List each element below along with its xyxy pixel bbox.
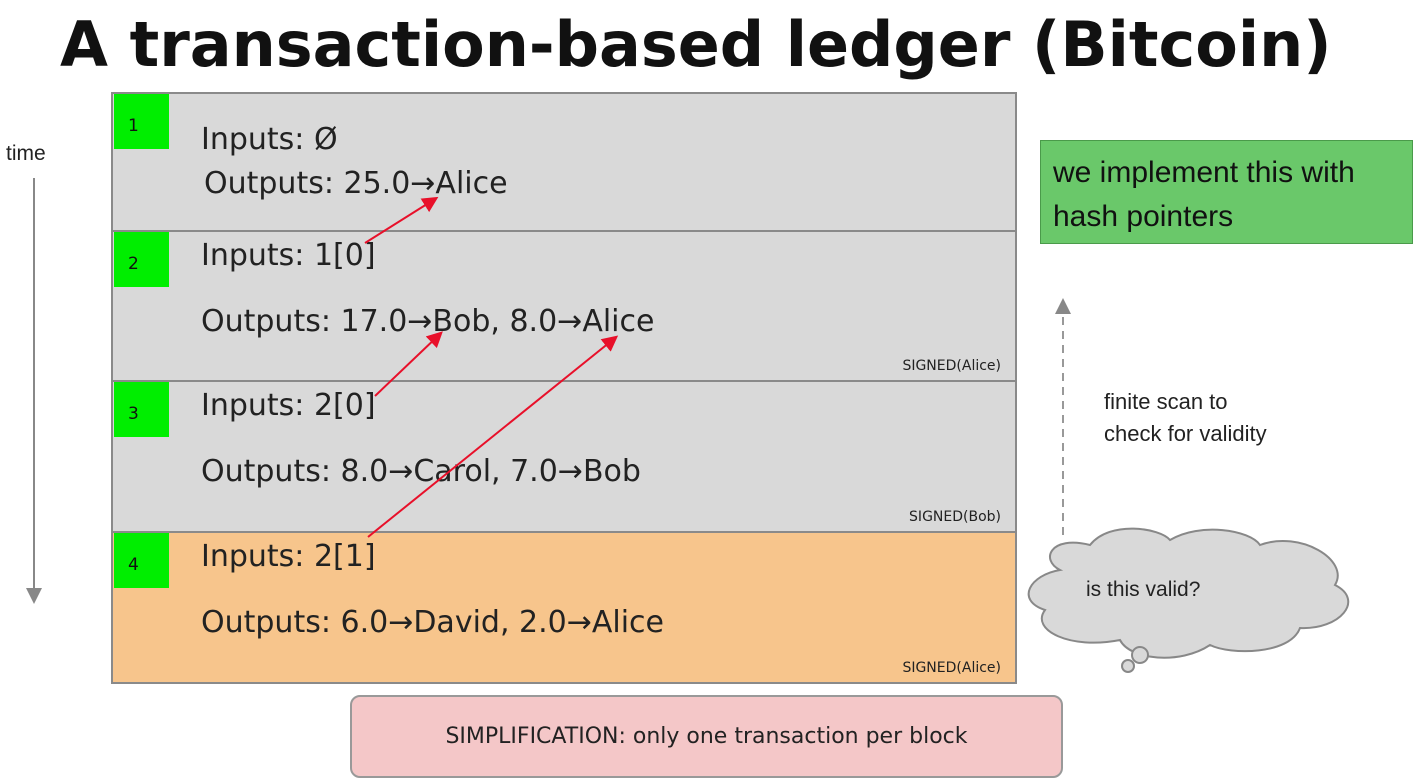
block-4: 4 Inputs: 2[1] Outputs: 6.0→David, 2.0→A…	[111, 531, 1017, 684]
inputs-text: Inputs: 2[1]	[201, 539, 376, 574]
pointer-arrow-3-to-2	[374, 331, 443, 397]
inputs-text: Inputs: 2[0]	[201, 388, 376, 423]
cloud-text: is this valid?	[1086, 578, 1201, 601]
signature: SIGNED(Alice)	[902, 660, 1001, 676]
block-2: 2 Inputs: 1[0] Outputs: 17.0→Bob, 8.0→Al…	[111, 230, 1017, 382]
slide-title: A transaction-based ledger (Bitcoin)	[60, 8, 1332, 81]
block-number: 2	[114, 232, 169, 287]
signature: SIGNED(Alice)	[902, 358, 1001, 374]
hash-pointer-note: we implement this with hash pointers	[1040, 140, 1413, 244]
inputs-text: Inputs: 1[0]	[201, 238, 376, 273]
outputs-text: Outputs: 25.0→Alice	[204, 166, 508, 201]
outputs-text: Outputs: 8.0→Carol, 7.0→Bob	[201, 454, 641, 489]
pointer-arrow-4-to-2	[367, 335, 619, 538]
outputs-text: Outputs: 6.0→David, 2.0→Alice	[201, 605, 665, 640]
block-number: 1	[114, 94, 169, 149]
signature: SIGNED(Bob)	[909, 509, 1001, 525]
simplification-note: SIMPLIFICATION: only one transaction per…	[350, 695, 1063, 778]
time-label: time	[6, 142, 46, 165]
block-number: 4	[114, 533, 169, 588]
inputs-text: Inputs: Ø	[201, 122, 338, 157]
scan-note: finite scan to check for validity	[1104, 386, 1267, 450]
block-1: 1 Inputs: Ø Outputs: 25.0→Alice	[111, 92, 1017, 232]
block-3: 3 Inputs: 2[0] Outputs: 8.0→Carol, 7.0→B…	[111, 380, 1017, 533]
scan-note-line2: check for validity	[1104, 421, 1267, 446]
thought-cloud-icon	[1027, 527, 1350, 673]
pointer-arrow-2-to-1	[364, 196, 439, 244]
scan-note-line1: finite scan to	[1104, 389, 1228, 414]
block-number: 3	[114, 382, 169, 437]
